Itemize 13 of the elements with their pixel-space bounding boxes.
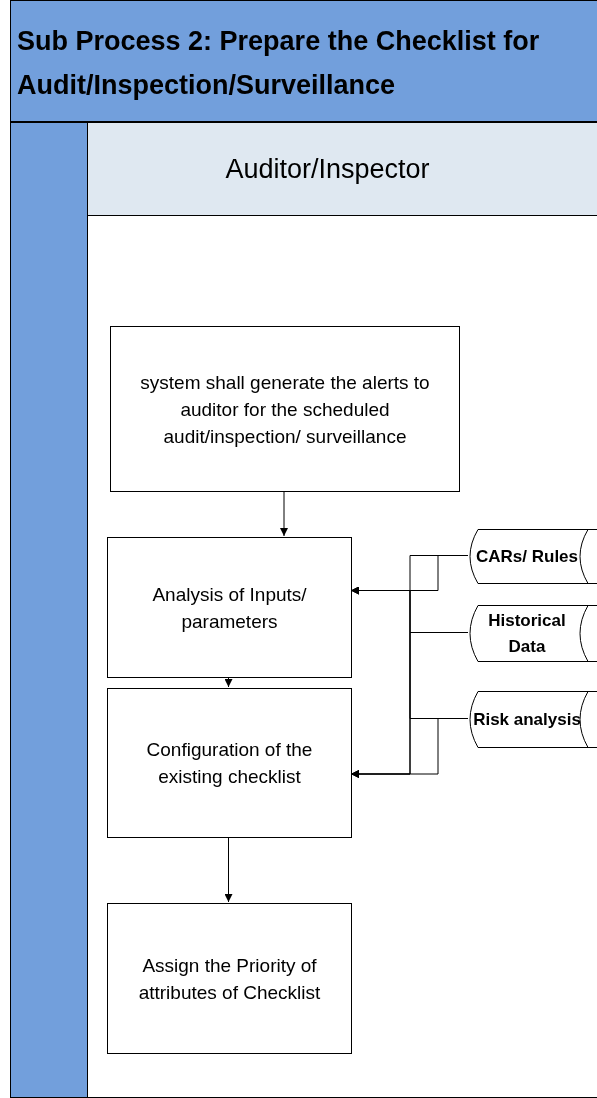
process-box: system shall generate the alerts to auditor for the scheduled audit/inspection/ surveillance	[110, 326, 460, 492]
swimlane	[10, 122, 597, 1098]
lane-header: Auditor/Inspector	[88, 123, 597, 216]
title-banner: Sub Process 2: Prepare the Checklist for Audit/Inspection/Surveillance	[10, 0, 597, 122]
process-box: Configuration of the existing checklist	[107, 688, 352, 838]
process-box: Analysis of Inputs/ parameters	[107, 537, 352, 678]
arrow	[224, 676, 233, 688]
arrow	[280, 490, 288, 537]
arrow	[224, 836, 233, 903]
data-store: CARs/ Rules	[468, 529, 597, 584]
process-box: Assign the Priority of attributes of Checklist	[107, 903, 352, 1054]
data-store: Risk analysis	[468, 691, 597, 748]
data-store: Historical Data	[468, 605, 597, 662]
